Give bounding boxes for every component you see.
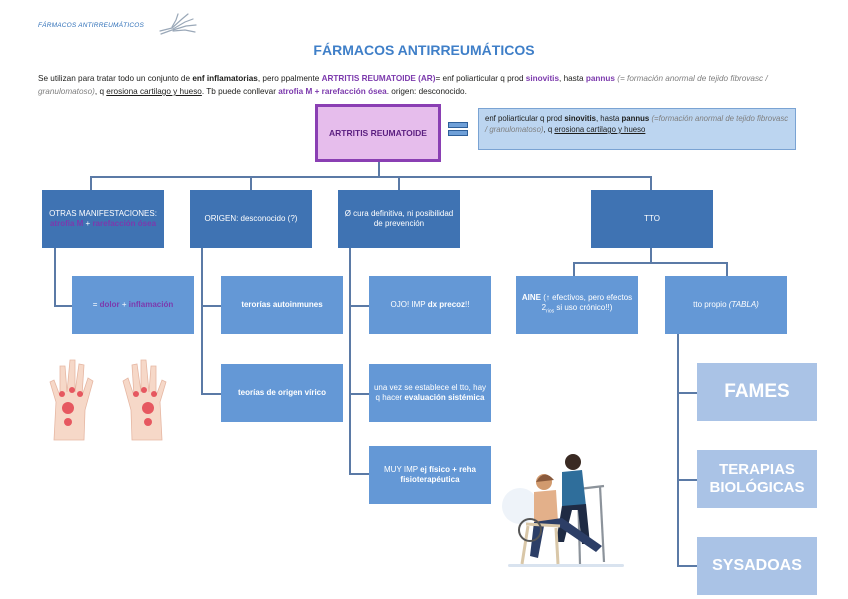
tto-propio-box: tto propio (TABLA) [665, 276, 787, 334]
connector [677, 479, 697, 481]
page-title: FÁRMACOS ANTIRREUMÁTICOS [313, 42, 535, 58]
connector [677, 392, 697, 394]
connector [201, 305, 221, 307]
aine-box: AINE (↑ efectivos, pero efectos 2rios si… [516, 276, 638, 334]
connector [726, 262, 728, 276]
sysadoas-box: SYSADOAS [697, 537, 817, 595]
origen-box: ORIGEN: desconocido (?) [190, 190, 312, 248]
connector [650, 176, 652, 190]
tto-box: TTO [591, 190, 713, 248]
connector [349, 248, 351, 474]
connector [378, 162, 380, 177]
equals-icon [448, 122, 468, 136]
connector [677, 334, 679, 566]
evaluacion-sistemica-box: una vez se establece el tto, hay q hacer… [369, 364, 491, 422]
physiotherapy-illustration [502, 454, 624, 567]
intro-paragraph: Se utilizan para tratar todo un conjunto… [38, 74, 768, 96]
fames-box: FAMES [697, 363, 817, 421]
terapias-biologicas-box: TERAPIAS BIOLÓGICAS [697, 450, 817, 508]
connector [349, 305, 369, 307]
connector [398, 176, 400, 190]
definition-box: enf poliarticular q prod sinovitis, hast… [478, 108, 796, 150]
teorias-autoinmunes-box: terorías autoinmunes [221, 276, 343, 334]
dx-precoz-box: OJO! IMP dx precoz!! [369, 276, 491, 334]
connector [650, 248, 652, 263]
connector [250, 176, 252, 190]
dolor-inflamacion-box: = dolor + inflamación [72, 276, 194, 334]
connector [201, 393, 221, 395]
connector [54, 248, 56, 306]
otras-manifestaciones-box: OTRAS MANIFESTACIONES:atrofia M + rarefa… [42, 190, 164, 248]
header-label: FÁRMACOS ANTIRREUMÁTICOS [38, 22, 145, 29]
teorias-viricas-box: teorías de origen vírico [221, 364, 343, 422]
artritis-reumatoide-box: ARTRITIS REUMATOIDE [315, 104, 441, 162]
connector [201, 248, 203, 394]
connector [349, 393, 369, 395]
connector [677, 565, 697, 567]
connector [54, 305, 72, 307]
hand-skeleton-icon [159, 13, 197, 35]
ejercicio-fisico-box: MUY IMP ej físico + reha fisioterapéutic… [369, 446, 491, 504]
cura-box: Ø cura definitiva, ni posibilidad de pre… [338, 190, 460, 248]
connector [349, 473, 369, 475]
connector [90, 176, 92, 190]
connector [90, 176, 650, 178]
inflamed-hands-icon [49, 359, 167, 441]
connector [573, 262, 575, 276]
